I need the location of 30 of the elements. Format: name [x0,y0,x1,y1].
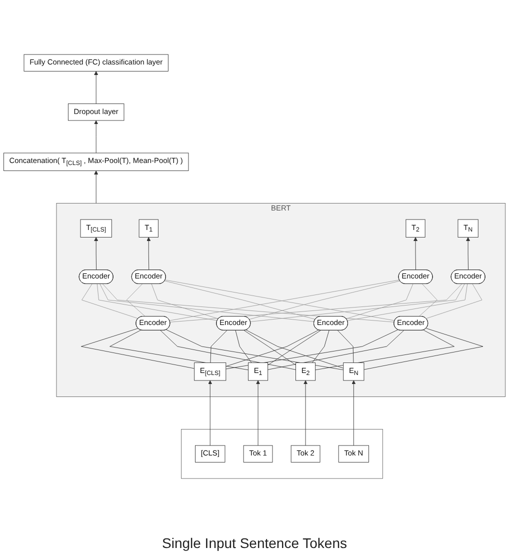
connector [250,284,465,322]
connector [226,330,319,367]
connector [364,328,484,370]
connector [226,330,398,370]
connector [346,284,414,320]
cluster [181,429,383,479]
connector [426,284,482,319]
connector [268,330,321,366]
connector [249,280,400,320]
connector [160,330,296,370]
connector [337,330,354,363]
connector [100,284,314,322]
caption-text: Single Input Sentence Tokens [162,534,347,553]
connector [82,284,138,319]
connector [170,284,462,322]
connector [80,328,195,369]
connector [210,330,228,363]
connector [347,284,468,321]
connector [315,330,454,370]
connector [164,280,316,320]
connector [102,284,394,322]
connector [268,330,404,370]
connector [166,329,344,370]
connector [235,330,252,363]
connector [96,284,218,321]
connector [244,330,296,366]
connector [246,330,344,368]
connector [151,284,219,320]
connector [312,330,330,363]
connector [110,330,248,370]
